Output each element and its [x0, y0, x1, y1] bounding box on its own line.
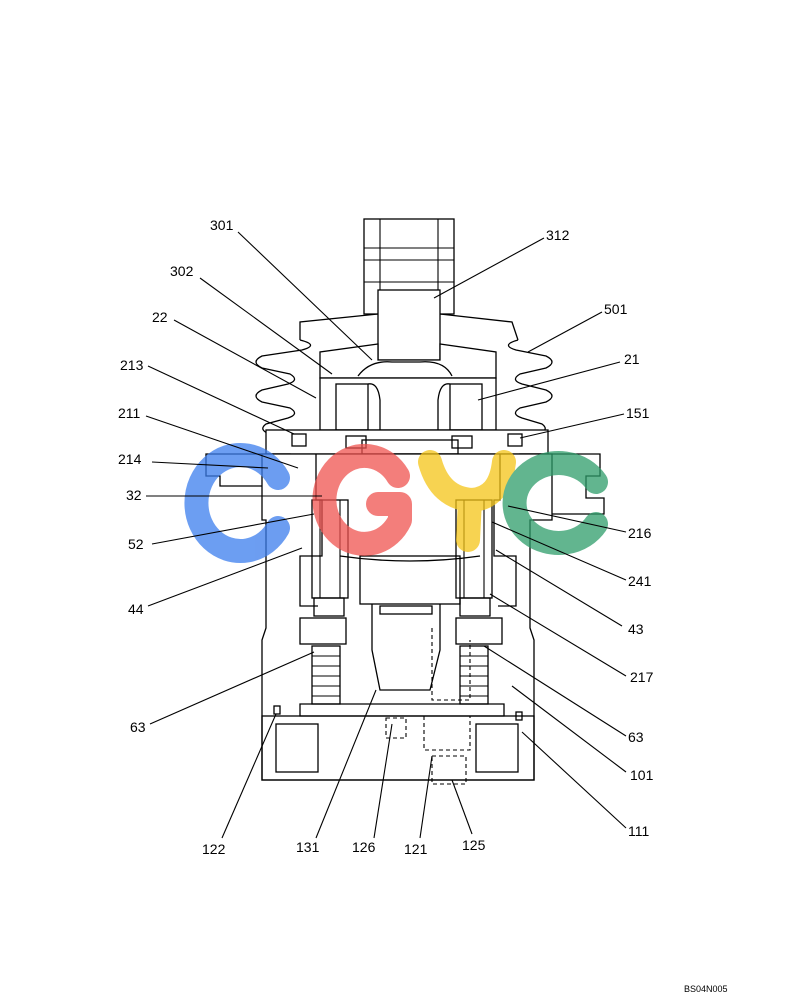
callout-122: 122	[202, 841, 226, 857]
callout-241: 241	[628, 573, 652, 589]
leader-lines	[145, 231, 627, 839]
callout-312: 312	[546, 227, 570, 243]
callout-217: 217	[630, 669, 654, 685]
callout-216: 216	[628, 525, 652, 541]
watermark-letter-y	[418, 450, 516, 552]
callout-101: 101	[630, 767, 654, 783]
callout-501: 501	[604, 301, 628, 317]
callout-labels: 301 312 302 501 22 21 213 151 211 214 32…	[118, 217, 654, 857]
callout-301: 301	[210, 217, 234, 233]
callout-63-right: 63	[628, 729, 644, 745]
callout-213: 213	[120, 357, 144, 373]
callout-44: 44	[128, 601, 144, 617]
callout-214: 214	[118, 451, 142, 467]
callout-111: 111	[628, 823, 649, 839]
callout-302: 302	[170, 263, 194, 279]
callout-211: 211	[118, 405, 141, 421]
callout-125: 125	[462, 837, 486, 853]
callout-126: 126	[352, 839, 376, 855]
callout-52: 52	[128, 536, 144, 552]
watermark-letter-c1	[184, 443, 290, 563]
drawing-code: BS04N005	[684, 984, 728, 994]
callout-151: 151	[626, 405, 650, 421]
callout-43: 43	[628, 621, 644, 637]
callout-131: 131	[296, 839, 320, 855]
callout-32: 32	[126, 487, 142, 503]
watermark-letter-c2	[502, 451, 608, 555]
callout-121: 121	[404, 841, 428, 857]
callout-21: 21	[624, 351, 640, 367]
callout-22: 22	[152, 309, 168, 325]
watermark-logo	[184, 443, 608, 563]
watermark-letter-g	[312, 443, 412, 556]
callout-63-left: 63	[130, 719, 146, 735]
